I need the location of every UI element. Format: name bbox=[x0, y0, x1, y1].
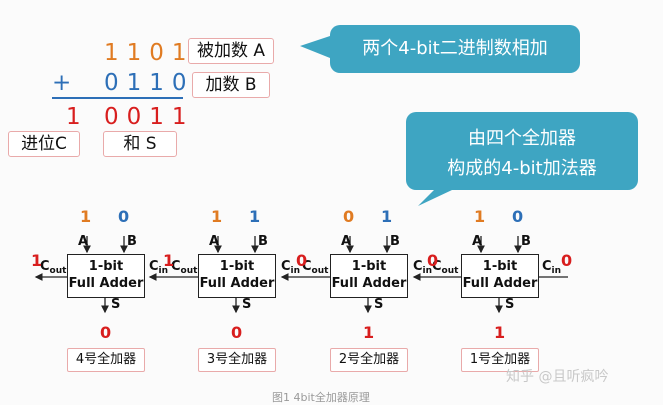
adder-4-s-label: S bbox=[111, 297, 121, 312]
adder-3-b-label: B bbox=[258, 234, 268, 249]
sum-label: 和 S bbox=[103, 131, 177, 157]
carry-digit: 1 bbox=[66, 104, 89, 130]
adder-2-name: 2号全加器 bbox=[330, 348, 408, 372]
adder-2-a-label: A bbox=[341, 234, 352, 249]
adder-3-line2: Full Adder bbox=[199, 276, 275, 291]
adder-4-cout-label: Cout bbox=[40, 259, 67, 276]
adder-1-a-value: 1 bbox=[474, 207, 486, 226]
sum-digits: 0011 bbox=[104, 104, 195, 130]
adder-3-box: 1-bit Full Adder bbox=[198, 254, 276, 298]
adder-1-a-label: A bbox=[472, 234, 483, 249]
callout-middle-line1: 由四个全加器 bbox=[468, 128, 576, 149]
adder-2-line2: Full Adder bbox=[331, 276, 407, 291]
callout-middle: 由四个全加器 构成的4-bit加法器 bbox=[406, 112, 638, 190]
adder-3-s-label: S bbox=[242, 297, 252, 312]
operand-b-label: 加数 B bbox=[192, 72, 270, 98]
plus-sign: + bbox=[52, 70, 72, 96]
operand-a: 1101 bbox=[104, 40, 195, 66]
adder-1-cout-value: 0 bbox=[427, 251, 439, 270]
operand-b: 0110 bbox=[104, 70, 195, 96]
adder-3-a-label: A bbox=[209, 234, 220, 249]
adder-4-line2: Full Adder bbox=[68, 276, 144, 291]
adder-3-a-value: 1 bbox=[211, 207, 223, 226]
adder-2-line1: 1-bit bbox=[351, 259, 387, 274]
callout-middle-line2: 构成的4-bit加法器 bbox=[447, 158, 597, 179]
watermark: 知乎 @且听疯吟 bbox=[506, 369, 609, 385]
adder-3-line1: 1-bit bbox=[219, 259, 255, 274]
adder-1-b-value: 0 bbox=[512, 207, 524, 226]
figure-caption: 图1 4bit全加器原理 bbox=[272, 391, 370, 404]
adder-2-cout-value: 0 bbox=[296, 251, 308, 270]
adder-1-name: 1号全加器 bbox=[461, 348, 539, 372]
adder-3-cout-value: 1 bbox=[163, 251, 175, 270]
adder-2-b-label: B bbox=[390, 234, 400, 249]
adder-2-cin-label: Cin bbox=[413, 259, 433, 276]
adder-3-name: 3号全加器 bbox=[198, 348, 276, 372]
adder-4-a-value: 1 bbox=[80, 207, 92, 226]
adder-3-b-value: 1 bbox=[249, 207, 261, 226]
adder-1-cout-label: Cout bbox=[432, 259, 459, 276]
adder-1-s-label: S bbox=[505, 297, 515, 312]
adder-3-s-value: 0 bbox=[231, 323, 243, 342]
adder-2-s-value: 1 bbox=[363, 323, 375, 342]
adder-4-cout-value: 1 bbox=[31, 251, 43, 270]
adder-4-s-value: 0 bbox=[100, 323, 112, 342]
callout-top: 两个4-bit二进制数相加 bbox=[330, 25, 580, 73]
carry-label: 进位C bbox=[8, 131, 80, 157]
adder-2-box: 1-bit Full Adder bbox=[330, 254, 408, 298]
adder-1-s-value: 1 bbox=[494, 323, 506, 342]
adder-1-b-label: B bbox=[521, 234, 531, 249]
adder-4-b-value: 0 bbox=[118, 207, 130, 226]
adder-2-b-value: 1 bbox=[381, 207, 393, 226]
adder-2-cout-label: Cout bbox=[302, 259, 329, 276]
adder-4-b-label: B bbox=[127, 234, 137, 249]
operand-a-label: 被加数 A bbox=[188, 38, 274, 64]
adder-2-s-label: S bbox=[374, 297, 384, 312]
adder-4-a-label: A bbox=[78, 234, 89, 249]
adder-2-a-value: 0 bbox=[343, 207, 355, 226]
adder-4-box: 1-bit Full Adder bbox=[67, 254, 145, 298]
adder-4-line1: 1-bit bbox=[88, 259, 124, 274]
adder-3-cin-label: Cin bbox=[281, 259, 301, 276]
adder-1-line1: 1-bit bbox=[482, 259, 518, 274]
adder-1-cin-value: 0 bbox=[561, 251, 573, 270]
adder-1-cin-label: Cin bbox=[542, 259, 562, 276]
adder-3-cout-label: Cout bbox=[171, 259, 198, 276]
adder-4-name: 4号全加器 bbox=[67, 348, 145, 372]
adder-1-box: 1-bit Full Adder bbox=[461, 254, 539, 298]
adder-1-line2: Full Adder bbox=[462, 276, 538, 291]
adder-4-cin-label: Cin bbox=[149, 259, 169, 276]
